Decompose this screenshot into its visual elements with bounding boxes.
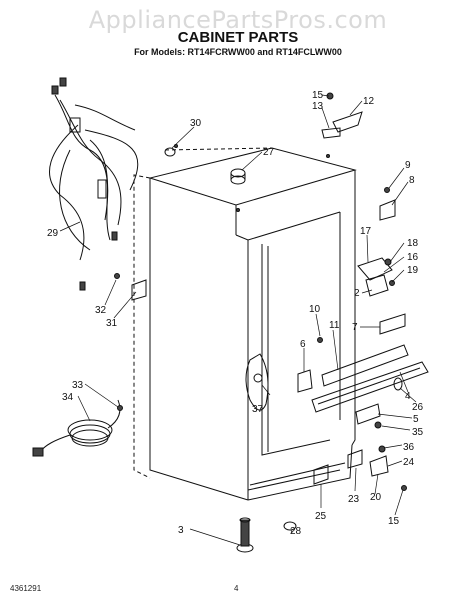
callout-31: 31 bbox=[106, 318, 118, 329]
callout-32: 32 bbox=[95, 305, 107, 316]
callout-7: 7 bbox=[352, 322, 358, 333]
callout-34: 34 bbox=[62, 392, 74, 403]
callout-8: 8 bbox=[409, 175, 415, 186]
document-number: 4361291 bbox=[10, 584, 42, 593]
hinge-top-group bbox=[164, 92, 363, 185]
callout-10: 10 bbox=[309, 304, 321, 315]
callout-36: 36 bbox=[403, 442, 415, 453]
callout-2: 2 bbox=[354, 288, 360, 299]
callout-18: 18 bbox=[407, 238, 419, 249]
callout-4: 4 bbox=[405, 391, 411, 402]
cabinet bbox=[133, 144, 357, 501]
callout-27: 27 bbox=[263, 147, 275, 158]
wiring-harness bbox=[49, 77, 139, 291]
right-parts bbox=[297, 187, 429, 491]
page-number: 4 bbox=[234, 584, 239, 593]
callout-35: 35 bbox=[412, 427, 424, 438]
callout-3: 3 bbox=[178, 525, 184, 536]
callout-20: 20 bbox=[370, 492, 382, 503]
callout-25: 25 bbox=[315, 511, 327, 522]
model-subtitle: For Models: RT14FCRWW00 and RT14FCLWW00 bbox=[134, 47, 342, 57]
callout-33: 33 bbox=[72, 380, 84, 391]
callout-15-bottom: 15 bbox=[388, 516, 400, 527]
callout-12: 12 bbox=[363, 96, 375, 107]
callout-28: 28 bbox=[290, 526, 302, 537]
callout-23: 23 bbox=[348, 494, 360, 505]
callout-17: 17 bbox=[360, 226, 372, 237]
callout-16: 16 bbox=[407, 252, 419, 263]
callout-37: 37 bbox=[252, 404, 264, 415]
callout-15-top: 15 bbox=[312, 90, 324, 101]
bottom-parts bbox=[236, 517, 297, 553]
callout-19: 19 bbox=[407, 265, 419, 276]
callout-5: 5 bbox=[413, 414, 419, 425]
callout-29: 29 bbox=[47, 228, 59, 239]
leader-lines bbox=[59, 94, 417, 546]
watermark: AppliancePartsPros.com bbox=[88, 6, 388, 34]
callout-9: 9 bbox=[405, 160, 411, 171]
callout-30: 30 bbox=[190, 118, 202, 129]
callout-11: 11 bbox=[329, 320, 340, 331]
page-title: CABINET PARTS bbox=[177, 29, 299, 46]
callout-6: 6 bbox=[300, 339, 306, 350]
callout-13: 13 bbox=[312, 101, 324, 112]
callout-26: 26 bbox=[412, 402, 424, 413]
callout-labels: 30 27 15 12 13 9 8 17 18 16 19 2 7 10 11… bbox=[47, 90, 424, 537]
callout-24: 24 bbox=[403, 457, 415, 468]
left-parts bbox=[32, 273, 147, 457]
